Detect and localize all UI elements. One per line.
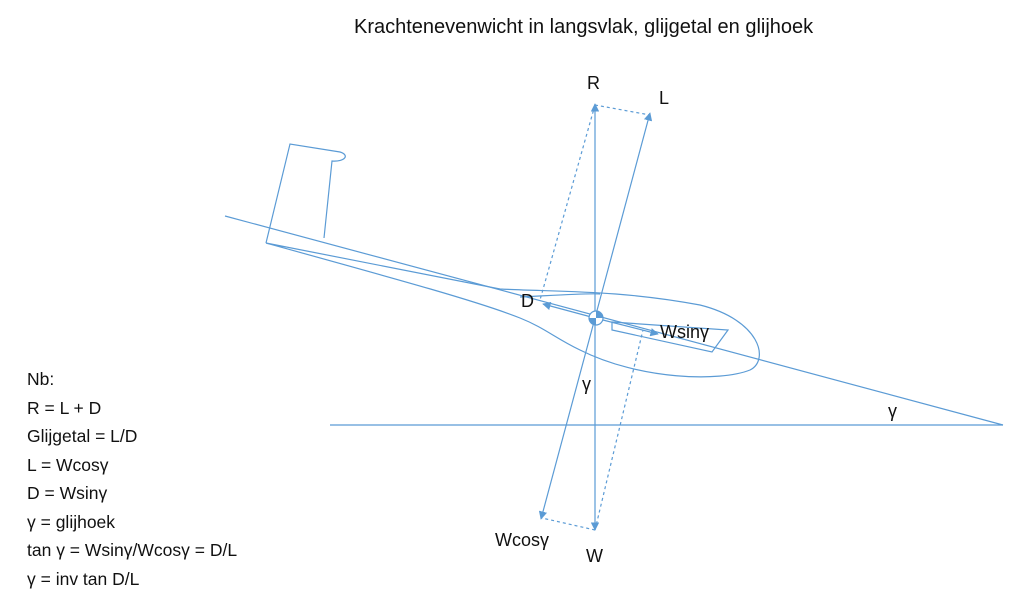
label-weight: W	[586, 546, 603, 566]
label-gamma-center: γ	[582, 374, 591, 394]
notes-line: γ = glijhoek	[27, 511, 116, 532]
glider-canopy	[611, 321, 730, 353]
center-of-gravity-icon	[588, 310, 604, 326]
notes-block: Nb: R = L + D Glijgetal = L/D L = Wcosγ …	[27, 365, 237, 593]
notes-line: γ = inv tan D/L	[27, 568, 140, 589]
label-drag: D	[521, 291, 534, 311]
glider-fuselage	[265, 242, 760, 378]
construction-lines	[539, 104, 651, 531]
notes-line: tan γ = Wsinγ/Wcosγ = D/L	[27, 540, 238, 560]
notes-heading: Nb:	[27, 369, 55, 389]
label-wsin: Wsinγ	[660, 322, 709, 342]
label-resultant: R	[587, 73, 600, 93]
wsin-arrow	[594, 317, 659, 337]
wcos-arrow	[538, 317, 596, 520]
notes-line: L = Wcosγ	[27, 454, 109, 475]
drag-arrow	[542, 301, 596, 319]
glider-tail-fin	[265, 143, 346, 244]
glider-wing-root	[519, 293, 601, 298]
notes-line: D = Wsinγ	[27, 483, 108, 503]
label-lift: L	[659, 88, 669, 108]
diagram-title: Krachtenevenwicht in langsvlak, glijgeta…	[354, 16, 814, 38]
label-wcos: Wcosγ	[495, 530, 549, 550]
flight-path-line	[224, 215, 1004, 426]
label-gamma-horizon: γ	[888, 401, 897, 421]
notes-line: R = L + D	[27, 397, 102, 418]
notes-line: Glijgetal = L/D	[27, 426, 138, 446]
lift-arrow	[594, 112, 653, 319]
